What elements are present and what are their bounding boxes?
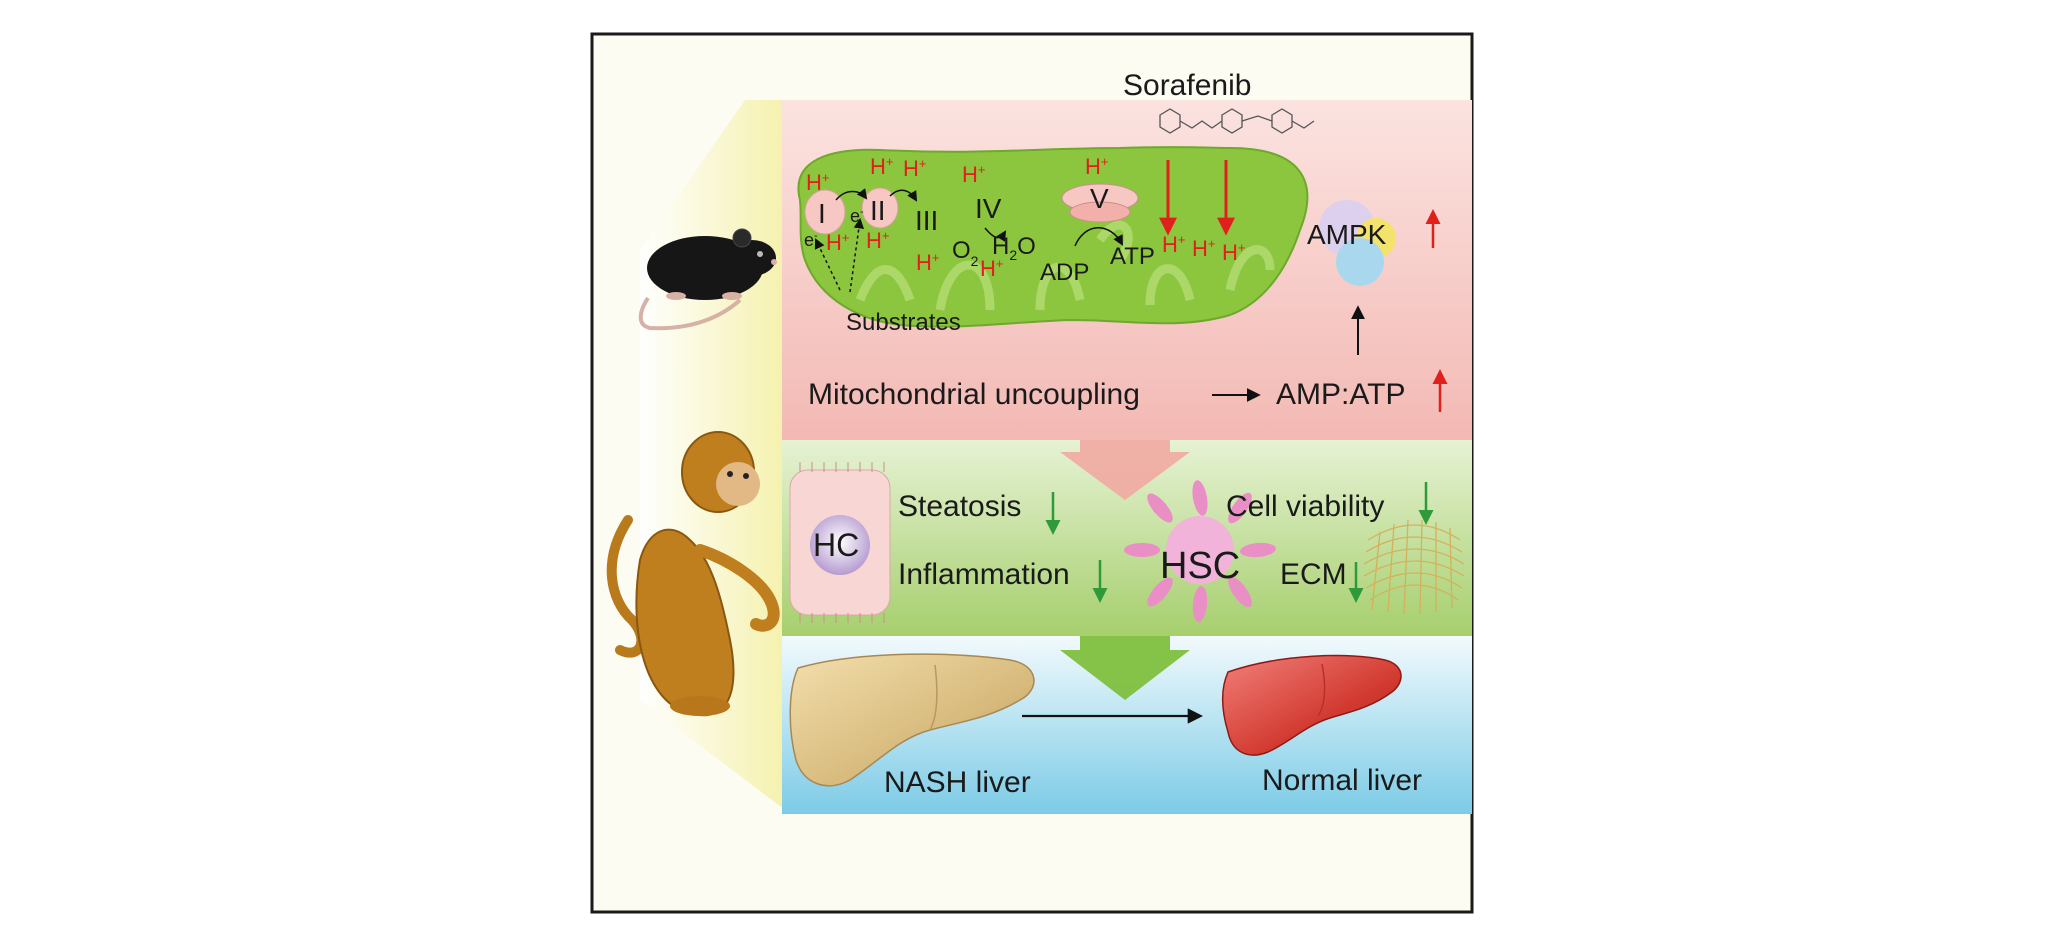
- flow-arrow-1: [1060, 440, 1190, 500]
- flow-arrow-2: [1060, 636, 1190, 700]
- svg-text:I: I: [818, 198, 826, 229]
- electron-labels: e- e-: [804, 206, 864, 250]
- svg-text:H+: H+: [1085, 154, 1108, 179]
- svg-text:H+: H+: [962, 162, 985, 187]
- svg-text:H+: H+: [903, 156, 926, 181]
- steatosis-label: Steatosis: [898, 490, 1021, 523]
- svg-text:e-: e-: [804, 230, 818, 250]
- svg-text:H+: H+: [1222, 240, 1245, 265]
- uncoupling-label: Mitochondrial uncoupling: [808, 378, 1140, 411]
- svg-text:H+: H+: [826, 230, 849, 255]
- svg-text:AMPK: AMPK: [1307, 219, 1387, 250]
- nash-liver: [789, 653, 1035, 787]
- amp-atp-label: AMP:ATP: [1276, 378, 1405, 411]
- svg-text:V: V: [1090, 183, 1109, 214]
- svg-text:HC: HC: [813, 527, 859, 563]
- cristae: [855, 220, 1275, 311]
- sorafenib-structure: [1159, 108, 1315, 134]
- complex-IV: IV: [975, 193, 1002, 224]
- ecm-label: ECM: [1280, 558, 1347, 591]
- cell-viability-label: Cell viability: [1226, 490, 1384, 523]
- svg-text:III: III: [915, 205, 938, 236]
- complex-I: I: [804, 189, 846, 235]
- nash-liver-label: NASH liver: [884, 766, 1031, 799]
- oxygen-label: O2: [952, 237, 979, 269]
- proton-leak-arrows: [1159, 160, 1235, 236]
- svg-text:H+: H+: [916, 250, 939, 275]
- hepatocyte: HC: [789, 462, 891, 623]
- svg-text:HSC: HSC: [1160, 545, 1240, 587]
- complex-III: III: [915, 205, 938, 236]
- hepatic-stellate-cell: HSC: [1124, 480, 1276, 622]
- normal-liver: [1222, 654, 1402, 756]
- etc-arrows: [814, 188, 1124, 293]
- normal-liver-label: Normal liver: [1262, 764, 1422, 797]
- svg-text:II: II: [870, 195, 886, 226]
- adp-label: ADP: [1040, 259, 1089, 286]
- complex-II: II: [861, 187, 899, 229]
- ecm-mesh: [1363, 519, 1465, 615]
- proton-labels: H+ H+ H+ H+ H+ H+ H+ H+ H+ H+ H+ H+: [806, 154, 1245, 281]
- substrates-label: Substrates: [846, 309, 961, 336]
- inflammation-label: Inflammation: [898, 558, 1070, 591]
- atp-label: ATP: [1110, 243, 1155, 270]
- complex-V: V: [1061, 183, 1139, 223]
- monkey-illustration: [606, 431, 780, 717]
- drug-title: Sorafenib: [1123, 69, 1251, 102]
- svg-text:e-: e-: [850, 206, 864, 226]
- svg-text:H+: H+: [870, 154, 893, 179]
- svg-text:H+: H+: [1162, 232, 1185, 257]
- ampk-complex: AMPK: [1307, 200, 1396, 286]
- svg-text:IV: IV: [975, 193, 1002, 224]
- svg-text:H+: H+: [866, 228, 889, 253]
- svg-text:H+: H+: [980, 256, 1003, 281]
- svg-text:H+: H+: [1192, 236, 1215, 261]
- svg-text:H+: H+: [806, 170, 829, 195]
- mouse-illustration: [638, 228, 777, 331]
